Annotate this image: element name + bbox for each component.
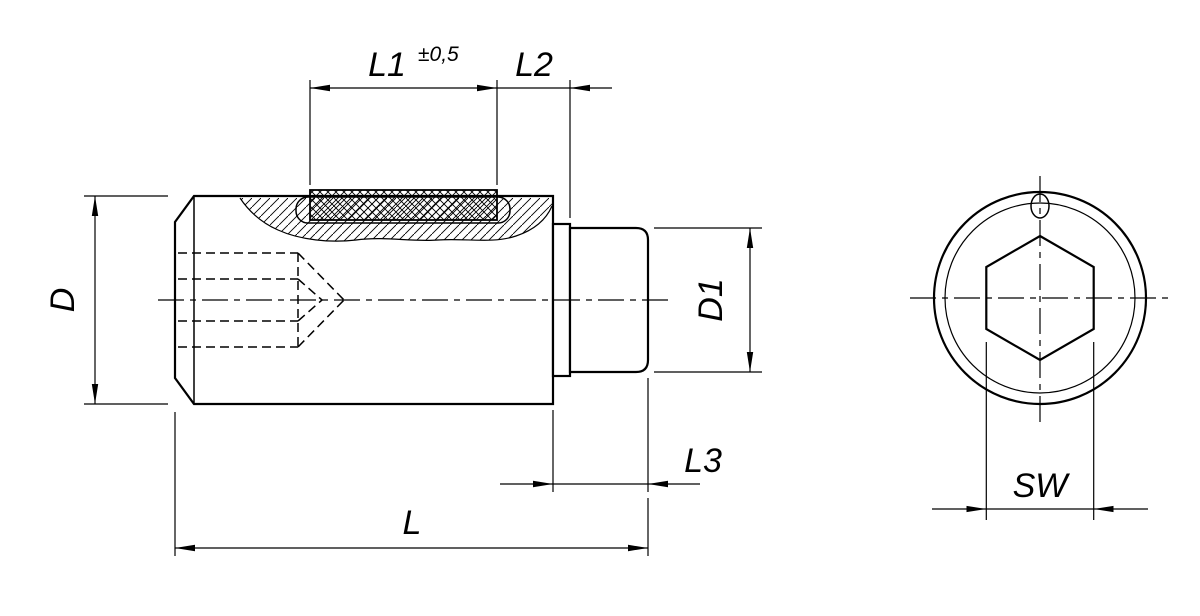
hidden-cone-line	[297, 299, 323, 322]
dimension-sw: SW	[932, 342, 1148, 520]
side-view: D L1 ±0,5 L2 D1	[44, 43, 762, 556]
dim-label-l1-tolerance: ±0,5	[418, 43, 459, 66]
body-shape	[173, 194, 555, 406]
dimension-l2: L2	[497, 46, 612, 218]
end-view: SW	[910, 176, 1170, 520]
hidden-cone-line	[297, 278, 323, 301]
dim-label-d: D	[44, 288, 82, 313]
dimension-d: D	[44, 195, 168, 405]
dim-label-l2: L2	[515, 46, 553, 84]
dim-label-sw: SW	[1013, 467, 1071, 505]
hidden-cone-line	[297, 299, 345, 348]
end-view-centerlines	[910, 176, 1170, 424]
socket-hidden-lines	[178, 252, 345, 348]
hidden-cone-line	[297, 252, 345, 301]
dim-label-l3: L3	[684, 442, 722, 480]
knurl-band	[309, 189, 498, 221]
dimension-l: L	[174, 412, 649, 556]
dimension-l1: L1 ±0,5	[309, 43, 498, 185]
dim-label-l: L	[403, 504, 422, 542]
dim-label-d1: D1	[692, 278, 730, 321]
thrust-pad-knurl	[309, 189, 498, 221]
dim-label-l1: L1	[368, 46, 406, 84]
dimension-l3: L3	[500, 378, 722, 492]
dimension-d1: D1	[654, 227, 762, 373]
break-line	[239, 197, 553, 242]
